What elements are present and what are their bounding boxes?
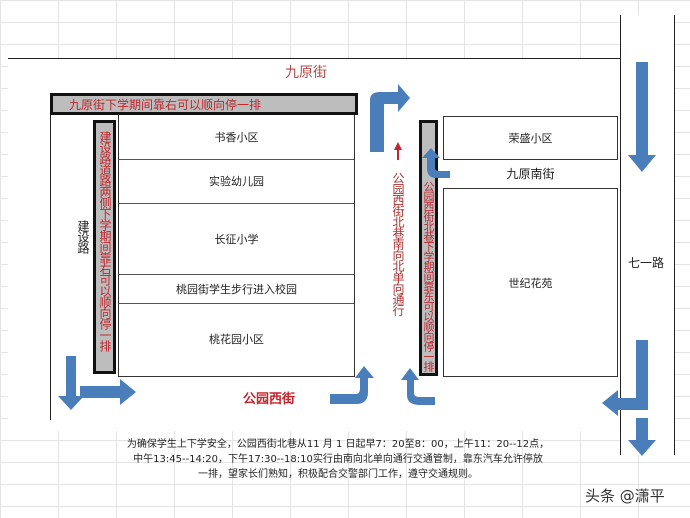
street-jiuyuan: 九原街 bbox=[285, 65, 327, 81]
block-shuxiang: 书香小区 bbox=[119, 115, 354, 160]
arrow-down-left-east-icon bbox=[602, 340, 648, 416]
parking-bar-middle: 公园西街北巷下学期间靠东可以顺向停一排 bbox=[419, 120, 438, 376]
arrow-down-north-icon bbox=[628, 62, 656, 172]
block-kindergarten: 实验幼儿园 bbox=[119, 159, 354, 204]
arrow-down-left-corner-icon bbox=[58, 356, 84, 410]
parking-bar-north: 九原街下学期间靠右可以顺向停一排 bbox=[50, 93, 358, 115]
one-way-note: 公园西街北巷南向北单向通行 bbox=[391, 172, 405, 315]
block-taohuayuan: 桃花园小区 bbox=[209, 333, 264, 346]
street-jiuyuan-south: 九原南街 bbox=[506, 167, 555, 181]
arrow-small-red-up-icon bbox=[394, 142, 402, 160]
arrow-right-icon bbox=[80, 379, 136, 405]
parking-bar-west: 建设路道路两侧下学期间靠右可以顺向停一排 bbox=[93, 120, 116, 374]
parking-note-middle: 公园西街北巷下学期间靠东可以顺向停一排 bbox=[422, 181, 435, 371]
arrow-down-south-east-icon bbox=[628, 418, 656, 456]
street-jianshe: 建设路 bbox=[76, 220, 90, 253]
notice-line: 为确保学生上下学安全，公园西街北巷从11 月 1 日起早7：20至8：00，上午… bbox=[126, 439, 550, 450]
street-gongyuanxi: 公园西街 bbox=[243, 392, 296, 407]
west-edge-line bbox=[50, 115, 51, 420]
notice-text: 为确保学生上下学安全，公园西街北巷从11 月 1 日起早7：20至8：00，上午… bbox=[118, 437, 558, 482]
arrow-curve-up-south-icon bbox=[330, 366, 374, 404]
notice-line: 中午13:45--14:20，下午17:30--18:10实行由南向北单向通行交… bbox=[133, 454, 543, 465]
parking-note-west: 建设路道路两侧下学期间靠右可以顺向停一排 bbox=[98, 131, 112, 351]
arrow-up-right-icon bbox=[370, 84, 410, 152]
block-pedestrian-entry: 桃园街学生步行进入校园 bbox=[119, 274, 354, 304]
west-block-area: 书香小区 实验幼儿园 长征小学 桃园街学生步行进入校园 桃花园小区 bbox=[118, 115, 355, 377]
arrow-curve-up-middle-icon bbox=[401, 368, 435, 405]
block-changzheng-school: 长征小学 bbox=[119, 203, 354, 275]
watermark: 头条 @潇平 bbox=[585, 487, 665, 505]
block-shiji-huayuan: 世纪花苑 bbox=[443, 188, 618, 377]
notice-line: 一排，望家长们熟知，积极配合交警部门工作，遵守交通规则。 bbox=[198, 469, 478, 480]
street-qiyi: 七一路 bbox=[628, 256, 665, 270]
block-rongsheng: 荣盛小区 bbox=[443, 116, 618, 160]
arrow-curve-up-icon bbox=[422, 148, 450, 178]
parking-note-north: 九原街下学期间靠右可以顺向停一排 bbox=[69, 98, 262, 112]
